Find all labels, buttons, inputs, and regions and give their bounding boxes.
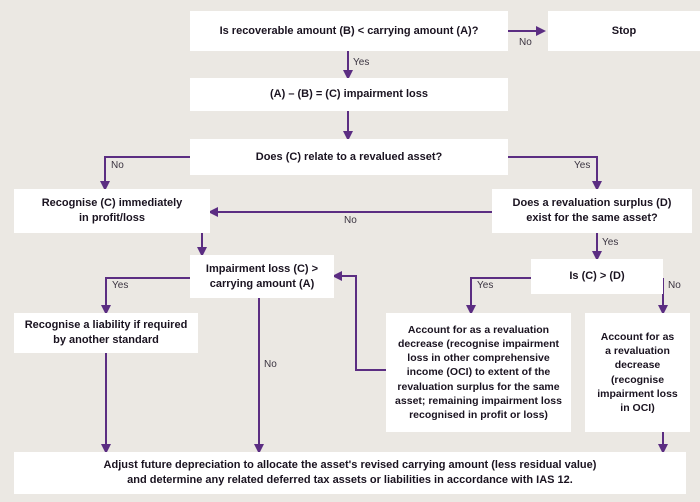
node-question-recoverable-amount[interactable]: Is recoverable amount (B) < carrying amo… [190, 11, 508, 51]
node-question-c-greater-than-d[interactable]: Is (C) > (D) [531, 259, 663, 294]
node-recognise-in-profit-loss[interactable]: Recognise (C) immediately in profit/loss [14, 189, 210, 233]
edge-label-yes-loss-gt-carrying: Yes [112, 280, 129, 291]
edge-label-yes-to-surplus: Yes [574, 160, 591, 171]
node-question-loss-greater-than-carrying[interactable]: Impairment loss (C) > carrying amount (A… [190, 255, 334, 298]
node-stop[interactable]: Stop [548, 11, 700, 51]
node-question-revaluation-surplus[interactable]: Does a revaluation surplus (D) exist for… [492, 189, 692, 233]
edge-cgtd-yes-to-long [466, 277, 531, 315]
edge-revalued-yes-to-surplus [508, 156, 602, 191]
node-adjust-future-depreciation[interactable]: Adjust future depreciation to allocate t… [14, 452, 686, 494]
edge-revalued-no-to-recognise [100, 156, 190, 191]
edge-label-no-c-gt-d: No [668, 280, 681, 291]
edge-label-no-to-recognise-pl: No [111, 160, 124, 171]
node-account-revaluation-decrease-oci-short[interactable]: Account for as a revaluation decrease (r… [585, 313, 690, 432]
edge-label-no-surplus-to-recognise-pl: No [344, 215, 357, 226]
edge-label-yes-to-calc: Yes [353, 57, 370, 68]
node-account-revaluation-decrease-oci-full[interactable]: Account for as a revaluation decrease (r… [386, 313, 571, 432]
node-question-revalued-asset[interactable]: Does (C) relate to a revalued asset? [190, 139, 508, 175]
edge-label-yes-c-gt-d: Yes [477, 280, 494, 291]
edge-label-yes-surplus-to-cgtd: Yes [602, 237, 619, 248]
node-calculate-impairment-loss[interactable]: (A) – (B) = (C) impairment loss [190, 78, 508, 111]
edge-label-no-loss-gt-carrying: No [264, 359, 277, 370]
edge-lossgt-yes-to-liability [101, 277, 190, 315]
edge-long-back-to-lossgt [332, 271, 386, 371]
node-recognise-liability[interactable]: Recognise a liability if required by ano… [14, 313, 198, 353]
edge-label-no-to-stop: No [519, 37, 532, 48]
